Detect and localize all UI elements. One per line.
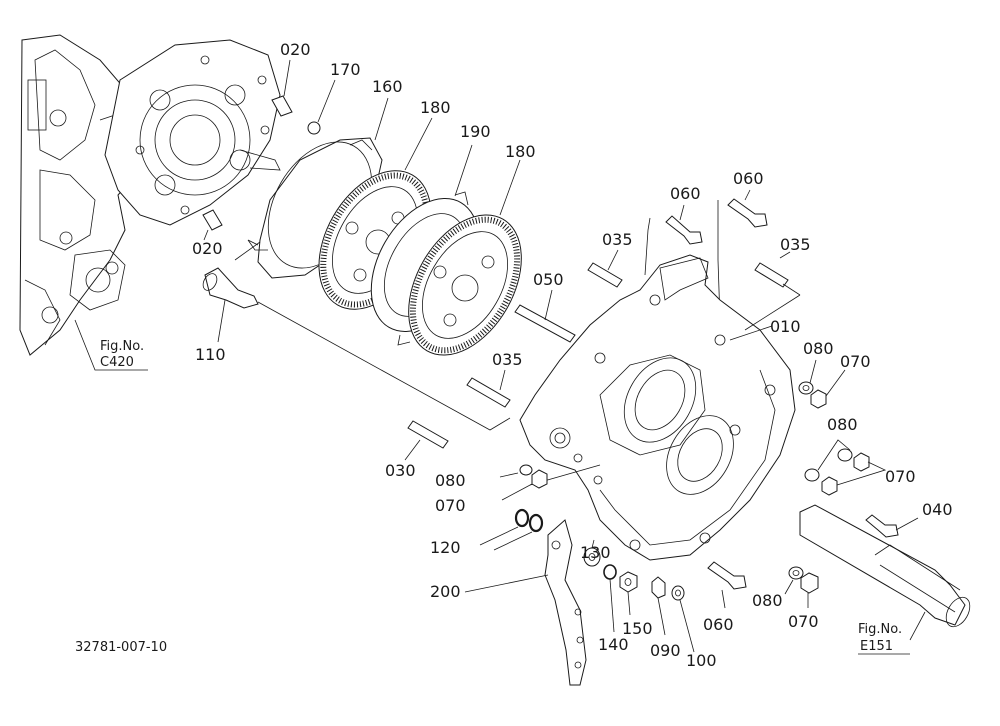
callout-110: 110 — [195, 345, 226, 364]
bolt-040 — [865, 514, 919, 538]
washer-080b — [804, 439, 853, 482]
pin-020-upper — [271, 59, 293, 117]
washer-080a — [798, 359, 817, 395]
callout-035-a: 035 — [602, 230, 633, 249]
case-010 — [519, 254, 801, 561]
callout-035-b: 035 — [780, 235, 811, 254]
pin-020-lower — [202, 209, 223, 241]
nut-070c — [501, 469, 548, 501]
callout-160: 160 — [372, 77, 403, 96]
callout-040: 040 — [922, 500, 953, 519]
callout-120: 120 — [430, 538, 461, 557]
nut-070b — [821, 452, 887, 496]
callout-020-lower: 020 — [192, 239, 223, 258]
callout-080-c: 080 — [435, 471, 466, 490]
callout-050: 050 — [533, 270, 564, 289]
callout-090: 090 — [650, 641, 681, 660]
callout-150: 150 — [622, 619, 653, 638]
callout-010: 010 — [770, 317, 801, 336]
bolt-090 — [651, 576, 666, 636]
callout-070-a: 070 — [840, 352, 871, 371]
callout-080-d: 080 — [752, 591, 783, 610]
stud-035b — [754, 251, 801, 296]
drawing-number: 32781-007-10 — [75, 640, 167, 655]
nut-070d — [800, 572, 819, 608]
callout-060-a: 060 — [670, 184, 701, 203]
washer-080c — [499, 464, 533, 478]
washer-080d — [784, 566, 804, 595]
callout-035-c: 035 — [492, 350, 523, 369]
callout-200: 200 — [430, 582, 461, 601]
callout-070-d: 070 — [788, 612, 819, 631]
callout-140: 140 — [598, 635, 629, 654]
reference-e151-line2: E151 — [860, 639, 893, 654]
nut-070a — [810, 369, 846, 409]
pump-cover — [104, 39, 281, 226]
friction-disc-180b — [408, 159, 522, 356]
callout-030: 030 — [385, 461, 416, 480]
reference-e151: Fig.No. E151 — [858, 622, 910, 655]
washer-130 — [583, 539, 601, 567]
washer-140 — [603, 564, 617, 633]
callout-190: 190 — [460, 122, 491, 141]
callout-060-c: 060 — [703, 615, 734, 634]
callout-080-a: 080 — [803, 339, 834, 358]
reference-c420: Fig.No. C420 — [74, 319, 148, 371]
callout-180-lower: 180 — [505, 142, 536, 161]
bolt-060a — [644, 204, 703, 276]
reference-e151-line1: Fig.No. — [858, 622, 902, 637]
callout-080-b: 080 — [827, 415, 858, 434]
ball-170 — [307, 79, 336, 135]
callout-130: 130 — [580, 543, 611, 562]
washer-100 — [671, 585, 695, 653]
bolt-110 — [202, 241, 511, 431]
callout-070-b: 070 — [885, 467, 916, 486]
lever-200 — [464, 519, 587, 686]
bolt-060b — [717, 189, 768, 321]
stud-030 — [404, 420, 449, 461]
stud-035c — [466, 369, 511, 408]
callout-060-b: 060 — [733, 169, 764, 188]
o-rings-120 — [479, 508, 544, 551]
callout-100: 100 — [686, 651, 717, 670]
nut-150 — [619, 571, 638, 616]
stud-050 — [514, 289, 576, 343]
reference-c420-line1: Fig.No. — [100, 339, 144, 354]
callout-170: 170 — [330, 60, 361, 79]
stud-035a — [587, 249, 623, 288]
bolt-060c — [707, 561, 747, 609]
reference-c420-line2: C420 — [100, 355, 134, 370]
callout-020-upper: 020 — [280, 40, 311, 59]
callout-180-upper: 180 — [420, 98, 451, 117]
output-shaft — [799, 504, 971, 641]
callout-070-c: 070 — [435, 496, 466, 515]
